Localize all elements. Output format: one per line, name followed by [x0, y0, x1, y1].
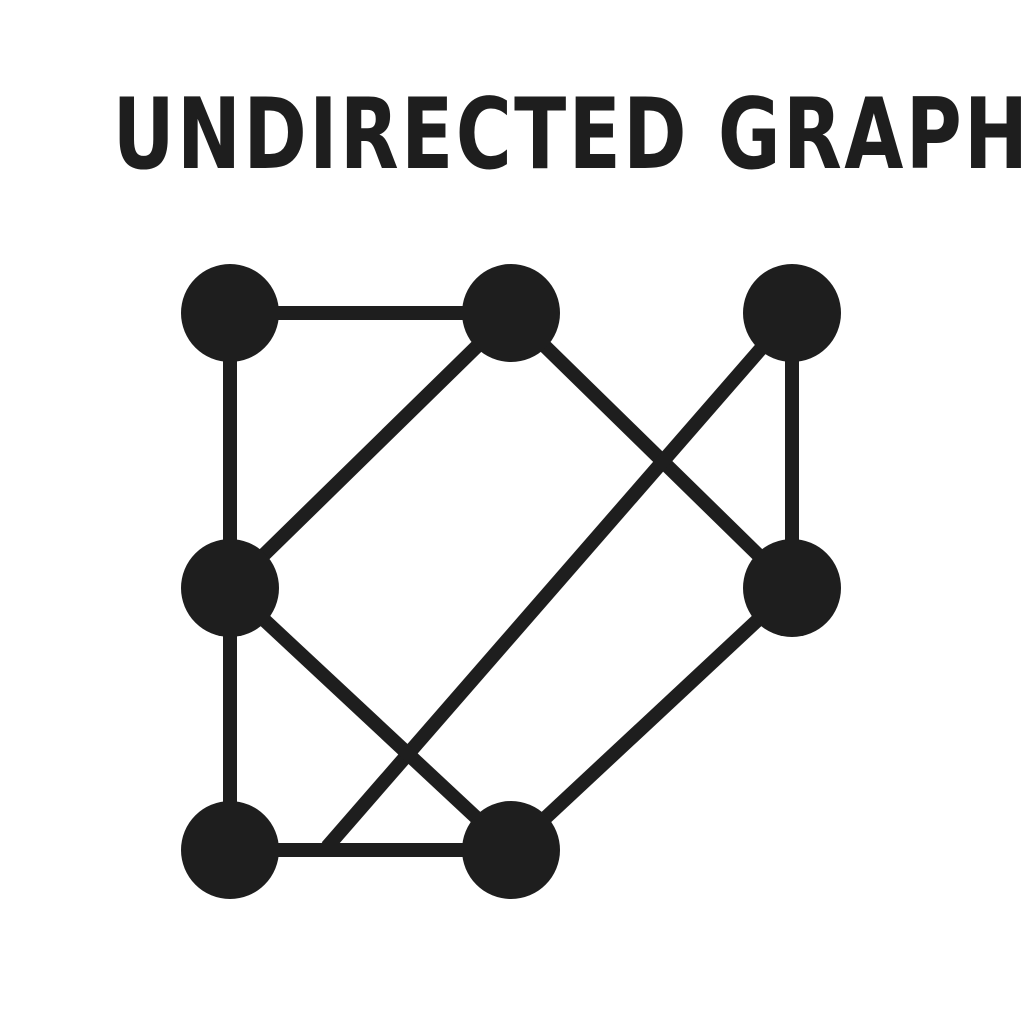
node-n6 [181, 801, 279, 899]
edge-n2-n5 [506, 307, 797, 594]
node-layer [181, 264, 841, 899]
node-n7 [462, 801, 560, 899]
edge-n2-n4 [225, 307, 516, 594]
edge-n4-n7 [225, 582, 516, 856]
edge-n3-n6 [321, 308, 798, 852]
node-n4 [181, 539, 279, 637]
node-n1 [181, 264, 279, 362]
node-n5 [743, 539, 841, 637]
edge-n5-n7 [506, 582, 797, 856]
page-title: UNDIRECTED GRAPH [112, 78, 1024, 192]
node-n3 [743, 264, 841, 362]
edge-layer [223, 306, 799, 857]
node-n2 [462, 264, 560, 362]
